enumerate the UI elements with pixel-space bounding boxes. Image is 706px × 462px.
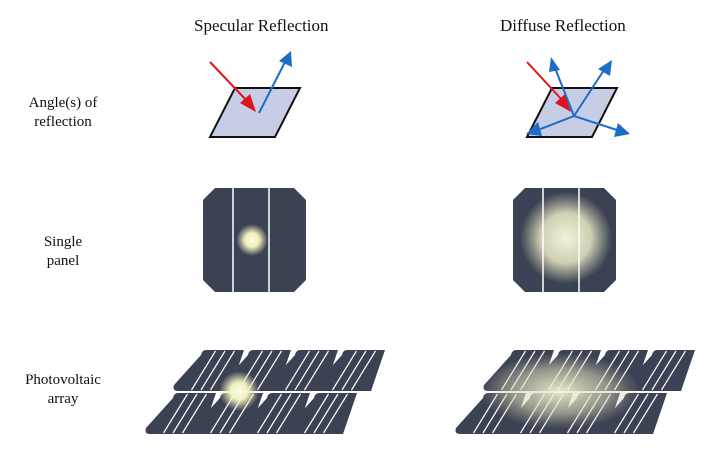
pv-cell-divider — [200, 350, 226, 391]
pv-cell-divider — [313, 393, 339, 434]
pv-cell-divider — [266, 393, 292, 434]
reflected-ray — [258, 61, 286, 114]
row-label-single: Single panel — [0, 233, 126, 271]
pv-cell-divider — [341, 350, 367, 391]
pv-array-specular — [145, 350, 385, 434]
pv-cell-divider — [660, 350, 687, 391]
pv-cell-divider — [256, 350, 283, 391]
pv-cell-divider — [294, 350, 320, 391]
pv-cell-divider — [172, 393, 198, 434]
glare-spot — [219, 371, 259, 411]
single-panel-specular — [203, 188, 306, 292]
row-label-angles-line2: reflection — [34, 114, 92, 130]
pv-cell-divider — [275, 393, 302, 434]
row-label-single-line2: panel — [46, 253, 80, 269]
scattered-ray-arrowhead-left — [526, 122, 542, 136]
scattered-ray-arrowhead-up-left — [549, 57, 560, 72]
pv-panel — [286, 393, 357, 434]
pv-cell-divider — [256, 393, 283, 434]
pv-cell-divider — [651, 350, 677, 391]
pv-panel — [596, 393, 667, 434]
pv-cell-divider — [331, 350, 358, 391]
pv-cell-divider — [181, 393, 208, 434]
incident-ray-arrowhead — [240, 94, 256, 112]
row-label-array-line1: Photovoltaic — [25, 372, 101, 388]
incident-ray — [526, 61, 564, 102]
row-label-angles: Angle(s) of reflection — [0, 94, 126, 132]
scattered-rays — [537, 67, 618, 131]
row-label-angles-line1: Angle(s) of — [28, 95, 98, 111]
pv-cell-divider — [303, 350, 330, 391]
specular-reflection-illustration — [208, 51, 302, 138]
pv-cell-divider — [322, 393, 349, 434]
reflected-ray-arrowhead — [279, 51, 292, 67]
pv-panel — [624, 350, 695, 391]
incident-ray — [209, 61, 249, 103]
row-label-array-line2: array — [47, 391, 79, 407]
glare-spread — [480, 353, 640, 429]
scattered-ray-arrowhead-up-right — [598, 60, 612, 76]
column-title-diffuse: Diffuse Reflection — [500, 16, 626, 35]
pv-cell-divider — [190, 350, 217, 391]
glare-spot-diffuse — [520, 192, 612, 284]
row-label-array: Photovoltaic array — [0, 371, 126, 409]
pv-cell-divider — [303, 393, 330, 434]
pv-cell-divider — [623, 393, 649, 434]
column-title-specular: Specular Reflection — [194, 16, 329, 35]
pv-cell-divider — [632, 393, 659, 434]
scattered-ray-arrowhead-right — [614, 123, 630, 137]
pv-cell-divider — [209, 350, 236, 391]
pv-cell-divider — [162, 393, 189, 434]
pv-cell-divider — [350, 350, 377, 391]
pv-array-diffuse — [455, 350, 695, 434]
glare-spot-small — [236, 224, 268, 256]
single-panel-diffuse — [513, 188, 616, 292]
pv-panel — [314, 350, 385, 391]
pv-cell-divider — [641, 350, 668, 391]
row-label-single-line1: Single — [43, 234, 83, 250]
incident-ray-arrowhead — [555, 94, 571, 112]
diffuse-reflection-illustration — [525, 57, 630, 138]
reflecting-surface — [208, 87, 302, 138]
pv-cell-divider — [284, 350, 311, 391]
